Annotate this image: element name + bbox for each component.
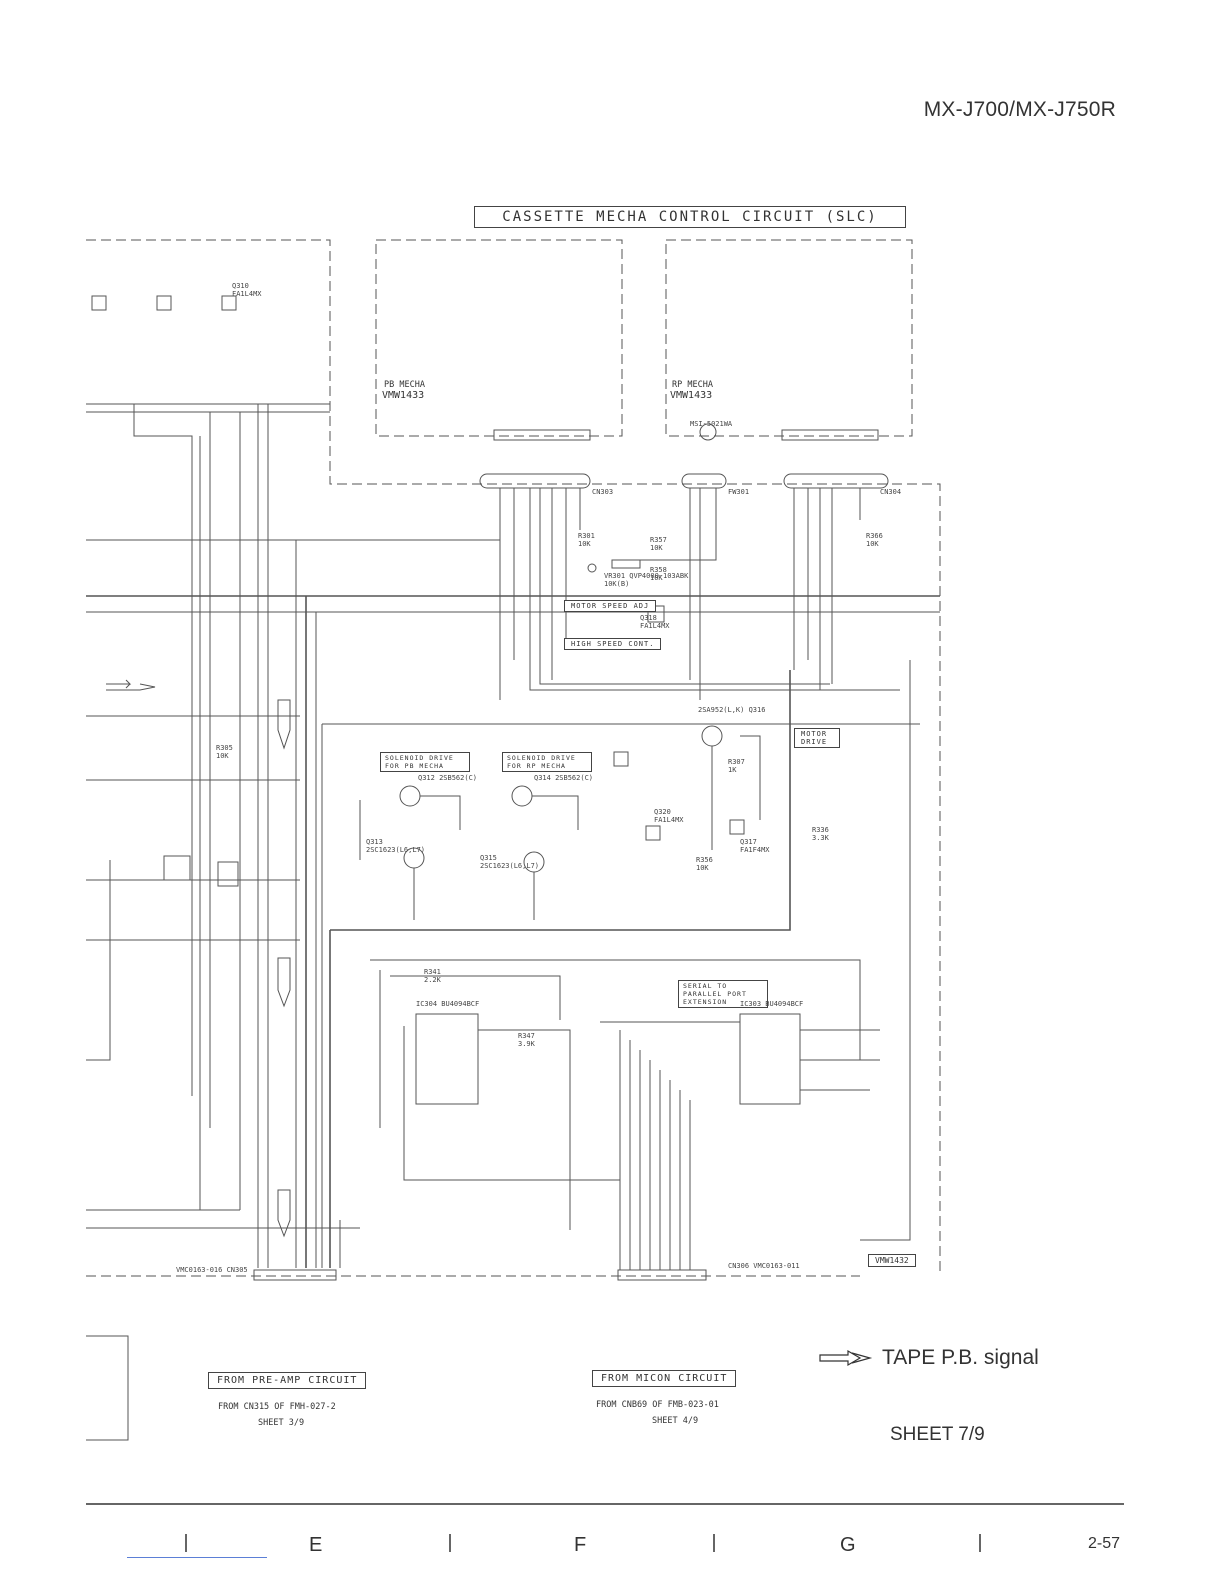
r358-label: R358 10K — [650, 566, 667, 582]
d301-symbol — [163, 855, 191, 881]
q319-symbol — [613, 751, 629, 767]
from-micon-box: FROM MICON CIRCUIT — [592, 1370, 737, 1387]
note-motor-speed: MOTOR SPEED ADJ — [564, 600, 657, 612]
note-solenoid-rp: SOLENOID DRIVE FOR RP MECHA — [502, 752, 592, 772]
q320-symbol — [645, 825, 661, 841]
sheet-number: SHEET 7/9 — [890, 1424, 985, 1445]
cn304-header — [783, 473, 889, 489]
q317-label: Q317 FA1F4MX — [740, 838, 770, 854]
q316-symbol — [701, 725, 723, 747]
circuit-title: CASSETTE MECHA CONTROL CIRCUIT (SLC) — [474, 206, 906, 228]
signal-legend: TAPE P.B. signal — [818, 1346, 1039, 1370]
q313-label: Q313 2SC1623(L6,L7) — [366, 838, 426, 854]
q318-label: Q318 FA1L4MX — [640, 614, 670, 630]
r366-label: R366 10K — [866, 532, 883, 548]
pb-mecha-box — [375, 239, 623, 437]
decorative-rule — [127, 1557, 267, 1558]
q314-label: Q314 2SB562(C) — [534, 774, 594, 782]
column-letter-g: G — [840, 1534, 856, 1556]
q302-symbol — [91, 295, 107, 311]
r357-label: R357 10K — [650, 536, 667, 552]
cn306-label: CN306 VMC0163-011 — [728, 1262, 800, 1270]
note-motor-drive: MOTOR DRIVE — [794, 728, 840, 748]
from-preamp-sub: FROM CN315 OF FMH-027-2 — [218, 1402, 336, 1412]
q303-symbol — [156, 295, 172, 311]
motor-symbol — [699, 423, 717, 441]
signal-arrow-left — [106, 679, 132, 689]
cn306-connector — [617, 1269, 707, 1281]
q316-label: 2SA952(L,K) Q316 — [698, 706, 766, 714]
r307-label: R307 1K — [728, 758, 745, 774]
r305-label: R305 10K — [216, 744, 233, 760]
q320-label: Q320 FA1L4MX — [654, 808, 684, 824]
model-number: MX-J700/MX-J750R — [923, 98, 1116, 121]
from-preamp-box: FROM PRE-AMP CIRCUIT — [208, 1372, 367, 1389]
legend-text: TAPE P.B. signal — [882, 1346, 1039, 1369]
trimmer-label: VR301 QVP4000-103ABK 10K(B) — [604, 572, 689, 588]
board-part-label: VMW1432 — [868, 1254, 916, 1267]
cn303-header — [479, 473, 591, 489]
cn304-label: CN304 — [880, 488, 902, 496]
q312-label: Q312 2SB562(C) — [418, 774, 478, 782]
q317-symbol — [729, 819, 745, 835]
cn305-connector — [253, 1269, 337, 1281]
rp-mecha-box — [665, 239, 913, 437]
signal-arrow-3 — [277, 1189, 291, 1238]
fw301-header — [681, 473, 727, 489]
q312-symbol — [399, 785, 421, 807]
column-letter-e: E — [309, 1534, 323, 1556]
q314-symbol — [511, 785, 533, 807]
cn303-label: CN303 — [592, 488, 614, 496]
q315-label: Q315 2SC1623(L6,L7) — [480, 854, 540, 870]
d302-symbol — [217, 861, 239, 887]
r347-label: R347 3.9K — [518, 1032, 535, 1048]
column-letter-f: F — [574, 1534, 587, 1556]
note-high-speed: HIGH SPEED CONT. — [564, 638, 662, 650]
fw301-label: FW301 — [728, 488, 750, 496]
pb-mecha-part: VMW1433 — [382, 390, 425, 401]
pb-mecha-label: PB MECHA — [384, 380, 425, 390]
from-micon-sub: FROM CNB69 OF FMB-023-01 — [596, 1400, 719, 1410]
motor-part-label: MSI-5021WA — [690, 420, 733, 428]
from-preamp-sheet: SHEET 3/9 — [258, 1418, 305, 1428]
signal-arrow-2 — [277, 957, 291, 1008]
ic304-label: IC304 BU4094BCF — [416, 1000, 480, 1008]
signal-arrow-1 — [277, 699, 291, 750]
ic303-body — [739, 1013, 801, 1105]
cn305-label: VMC0163-016 CN305 — [176, 1266, 248, 1274]
note-solenoid-pb: SOLENOID DRIVE FOR PB MECHA — [380, 752, 470, 772]
note-serial-parallel: SERIAL TO PARALLEL PORT EXTENSION — [678, 980, 768, 1008]
rp-mecha-part: VMW1433 — [670, 390, 713, 401]
from-micon-sheet: SHEET 4/9 — [652, 1416, 699, 1426]
r341-label: R341 2.2K — [424, 968, 441, 984]
q304-symbol — [221, 295, 237, 311]
r356-label: R356 10K — [696, 856, 713, 872]
board-outline — [86, 239, 941, 1274]
page-number: 2-57 — [1088, 1535, 1121, 1552]
r301-label: R301 10K — [578, 532, 595, 548]
ic304-body — [415, 1013, 479, 1105]
signal-arrow-icon — [819, 1349, 873, 1367]
q310-label: Q310 FA1L4MX — [232, 282, 262, 298]
rp-mecha-label: RP MECHA — [672, 380, 713, 390]
r336-label: R336 3.3K — [812, 826, 829, 842]
ic303-label: IC303 BU4094BCF — [740, 1000, 804, 1008]
